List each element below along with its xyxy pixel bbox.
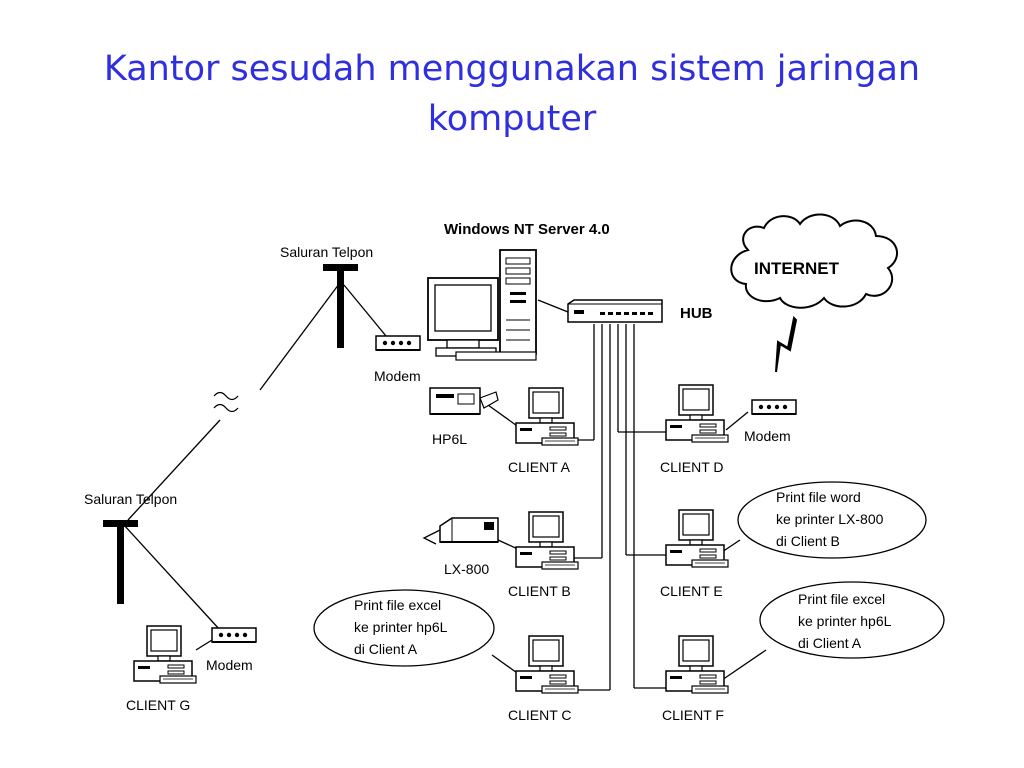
client-c-label: CLIENT C (508, 707, 572, 723)
client-e-icon (665, 509, 729, 568)
client-g-icon (133, 625, 197, 684)
hub-label: HUB (680, 305, 713, 322)
server-label: Windows NT Server 4.0 (444, 221, 610, 238)
callout-excel-left-line-3: di Client A (354, 641, 418, 657)
modem-client-d-icon (751, 399, 797, 415)
callout-excel-right-line-3: di Client A (798, 635, 862, 651)
callout-excel-right: Print file excel ke printer hp6L di Clie… (759, 581, 945, 659)
client-b-label: CLIENT B (508, 583, 571, 599)
phone-pole-left-icon (103, 520, 138, 604)
hub-icon (567, 299, 663, 323)
client-d-label: CLIENT D (660, 459, 724, 475)
phone-line-left-label: Saluran Telpon (84, 491, 177, 507)
client-g-label: CLIENT G (126, 697, 190, 713)
internet-cloud-icon (730, 213, 899, 309)
callout-excel-right-line-2: ke printer hp6L (798, 613, 892, 629)
callout-excel-left-line-1: Print file excel (354, 597, 441, 613)
modem-client-d-label: Modem (744, 428, 791, 444)
title-line-1: Kantor sesudah menggunakan sistem jaring… (103, 49, 921, 89)
phone-pole-top-icon (323, 264, 358, 348)
client-c-icon (515, 635, 579, 694)
callout-excel-left: Print file excel ke printer hp6L di Clie… (313, 589, 495, 667)
title-line-2: komputer (427, 99, 597, 139)
client-f-label: CLIENT F (662, 707, 724, 723)
modem-server-icon (375, 335, 421, 351)
callout-excel-left-line-2: ke printer hp6L (354, 619, 448, 635)
callout-word-line-3: di Client B (776, 533, 840, 549)
client-a-label: CLIENT A (508, 459, 571, 475)
modem-client-g-label: Modem (206, 657, 253, 673)
printer-lx800-icon (422, 517, 499, 545)
client-a-icon (515, 387, 579, 446)
client-e-label: CLIENT E (660, 583, 723, 599)
modem-client-g-icon (211, 627, 257, 643)
callout-word-line-1: Print file word (776, 489, 861, 505)
callout-excel-right-line-1: Print file excel (798, 591, 885, 607)
client-b-icon (515, 511, 579, 570)
wave-symbol (213, 391, 239, 413)
callout-word-line-2: ke printer LX-800 (776, 511, 884, 527)
printer-lx800-label: LX-800 (444, 561, 489, 577)
modem-server-label: Modem (374, 368, 421, 384)
client-d-icon (665, 384, 729, 443)
internet-label: INTERNET (754, 259, 840, 278)
printer-hp6l-icon (429, 387, 499, 415)
phone-line-top-label: Saluran Telpon (280, 244, 373, 260)
slide-title: Kantor sesudah menggunakan sistem jaring… (0, 44, 1024, 144)
lightning-bolt-icon (775, 315, 798, 373)
callout-word: Print file word ke printer LX-800 di Cli… (737, 481, 927, 559)
client-f-icon (665, 635, 729, 694)
server-icon (427, 249, 537, 361)
printer-hp6l-label: HP6L (432, 431, 467, 447)
